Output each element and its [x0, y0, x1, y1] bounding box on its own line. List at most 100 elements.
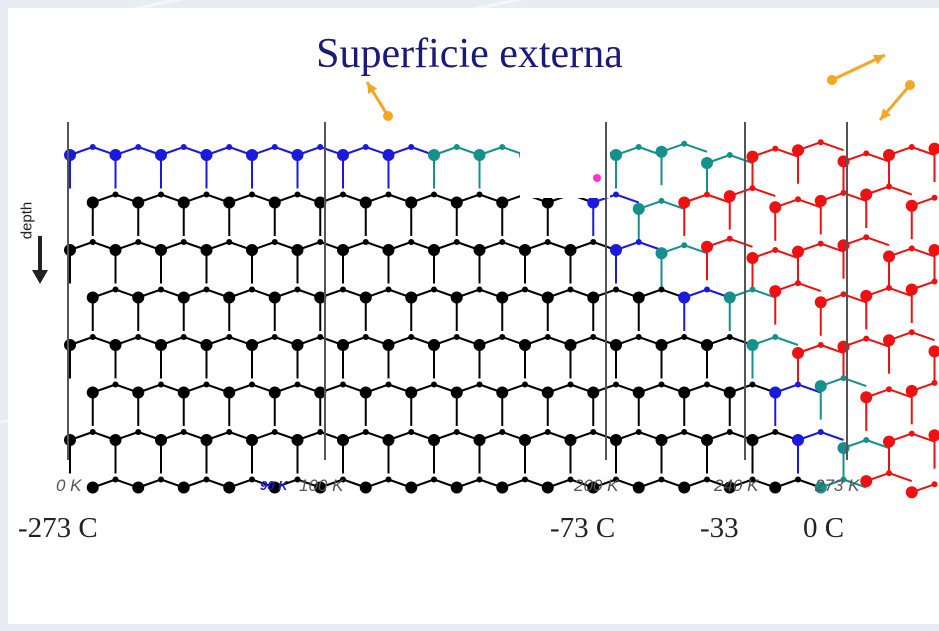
arrow-down-icon: [32, 236, 48, 284]
tracer-dot: [593, 174, 601, 182]
oxygen-atom: [405, 196, 418, 209]
oxygen-atom: [792, 245, 804, 258]
oxygen-atom: [450, 481, 463, 494]
oxygen-atom: [769, 201, 782, 214]
hydrogen-atom: [726, 334, 733, 340]
hydrogen-atom: [431, 191, 437, 198]
hydrogen-atom: [294, 286, 301, 293]
axis-label-0k: 0 K: [56, 476, 82, 495]
slide-canvas: [8, 8, 939, 624]
hydrogen-atom: [931, 278, 938, 285]
oxygen-atom: [109, 339, 122, 351]
oxygen-atom: [405, 481, 418, 494]
lattice-bond: [797, 198, 822, 209]
hydrogen-atom: [226, 144, 233, 150]
hydrogen-atom: [226, 429, 233, 435]
oxygen-atom: [519, 434, 531, 446]
oxygen-atom: [792, 144, 804, 157]
oxygen-atom: [428, 339, 440, 351]
hydrogen-atom: [158, 476, 164, 483]
oxygen-atom: [632, 386, 645, 399]
hydrogen-atom: [180, 239, 187, 245]
hydrogen-atom: [89, 429, 96, 435]
hydrogen-atom: [840, 476, 847, 483]
hydrogen-atom: [772, 247, 779, 253]
oxygen-atom: [155, 149, 167, 161]
oxygen-atom: [246, 339, 258, 351]
oxygen-atom: [678, 386, 691, 399]
oxygen-atom: [450, 386, 463, 399]
hydrogen-atom: [317, 144, 324, 150]
oxygen-atom: [155, 339, 167, 351]
hydrogen-atom: [135, 429, 142, 435]
oxygen-atom: [359, 481, 372, 494]
oxygen-atom: [632, 202, 645, 215]
hydrogen-atom: [271, 429, 278, 435]
hydrogen-atom: [135, 334, 142, 340]
oxygen-atom: [519, 339, 531, 351]
oxygen-atom: [905, 283, 918, 296]
oxygen-atom: [814, 296, 827, 309]
oxygen-atom: [905, 486, 918, 499]
oxygen-atom: [473, 339, 486, 351]
hydrogen-atom: [817, 139, 824, 146]
molecule-arrow-head: [880, 108, 891, 120]
hydrogen-atom: [886, 284, 892, 291]
molecule-arrow-head: [873, 54, 885, 65]
hydrogen-atom: [249, 476, 255, 483]
hydrogen-atom: [704, 286, 710, 293]
oxygen-atom: [86, 291, 99, 304]
escaping-molecule: [905, 80, 915, 90]
hydrogen-atom: [635, 239, 642, 245]
hydrogen-atom: [340, 476, 346, 483]
oxygen-atom: [496, 386, 509, 399]
oxygen-atom: [223, 291, 236, 304]
oxygen-atom: [564, 339, 577, 351]
hydrogen-atom: [795, 476, 801, 483]
oxygen-atom: [109, 149, 122, 161]
oxygen-atom: [678, 196, 691, 209]
hydrogen-atom: [635, 334, 642, 340]
oxygen-atom: [405, 386, 418, 399]
hydrogen-atom: [476, 476, 483, 483]
hydrogen-atom: [226, 334, 233, 340]
lattice-bond: [888, 472, 913, 483]
hydrogen-atom: [726, 235, 733, 242]
oxygen-atom: [541, 481, 554, 494]
oxygen-atom: [223, 481, 236, 494]
hydrogen-atom: [863, 335, 870, 342]
oxygen-atom: [610, 149, 622, 161]
hydrogen-atom: [726, 152, 733, 158]
hydrogen-atom: [613, 476, 619, 483]
hydrogen-atom: [362, 429, 369, 435]
oxygen-atom: [701, 240, 713, 253]
lattice-bond: [729, 154, 753, 164]
oxygen-atom: [314, 291, 327, 304]
oxygen-atom: [587, 291, 600, 304]
hydrogen-atom: [89, 144, 96, 150]
hydrogen-atom: [158, 381, 164, 388]
hydrogen-atom: [772, 145, 779, 152]
lattice-bond: [661, 199, 685, 210]
hydrogen-atom: [658, 286, 665, 293]
hydrogen-atom: [886, 470, 892, 477]
oxygen-atom: [496, 196, 509, 209]
oxygen-atom: [587, 196, 600, 209]
oxygen-atom: [314, 196, 327, 209]
hydrogen-atom: [271, 334, 278, 340]
hydrogen-atom: [817, 240, 824, 247]
hydrogen-atom: [499, 144, 506, 150]
celsius-label-minus273: -273 C: [18, 512, 98, 544]
hydrogen-atom: [658, 381, 665, 388]
hydrogen-atom: [635, 144, 642, 150]
oxygen-atom: [564, 434, 577, 446]
hydrogen-atom: [886, 386, 892, 393]
oxygen-atom: [473, 149, 486, 161]
hydrogen-atom: [749, 286, 756, 293]
oxygen-atom: [814, 194, 827, 207]
hydrogen-atom: [135, 239, 142, 245]
oxygen-atom: [177, 386, 190, 399]
hydrogen-atom: [795, 280, 801, 287]
hydrogen-atom: [613, 381, 619, 388]
